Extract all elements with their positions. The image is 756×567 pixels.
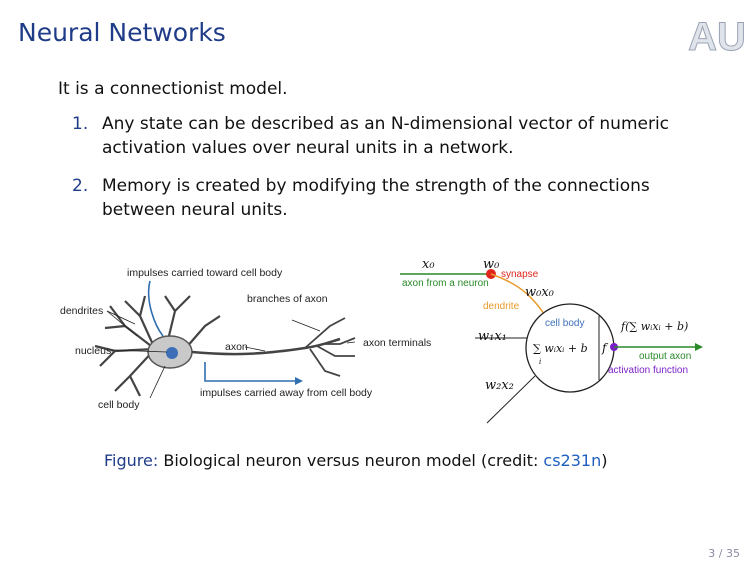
- label-w2x2: w₂x₂: [485, 378, 514, 393]
- credit-link[interactable]: cs231n: [543, 451, 602, 470]
- figure-caption: Figure: Biological neuron versus neuron …: [104, 451, 607, 470]
- list-item-number: 1.: [72, 114, 89, 134]
- label-nucleus: nucleus: [75, 345, 111, 357]
- list-item: 2. Memory is created by modifying the st…: [72, 174, 692, 220]
- list-item-text: Memory is created by modifying the stren…: [102, 176, 650, 220]
- caption-text: Biological neuron versus neuron model (c…: [163, 451, 544, 470]
- label-impulses-toward: impulses carried toward cell body: [127, 267, 283, 279]
- label-x0: x₀: [422, 257, 435, 272]
- slide-title: Neural Networks: [18, 18, 226, 47]
- neuron-model-diagram: x₀ w₀ synapse axon from a neuron w₀x₀ de…: [400, 257, 703, 424]
- label-branches: branches of axon: [247, 293, 328, 305]
- label-synapse: synapse: [501, 269, 539, 280]
- list-item-text: Any state can be described as an N-dimen…: [102, 114, 670, 158]
- label-activation: activation function: [608, 365, 688, 376]
- list-item: 1. Any state can be described as an N-di…: [72, 112, 692, 158]
- caption-close: ): [601, 451, 608, 470]
- label-w1x1: w₁x₁: [478, 329, 507, 344]
- neuron-figure: impulses carried toward cell body branch…: [60, 257, 703, 424]
- label-f: f: [601, 341, 609, 355]
- label-cell-body: cell body: [98, 399, 140, 411]
- label-impulses-away: impulses carried away from cell body: [200, 387, 373, 399]
- label-axon-from-neuron: axon from a neuron: [402, 278, 489, 289]
- label-output-axon: output axon: [639, 351, 691, 362]
- svg-text:AU: AU: [688, 15, 746, 56]
- label-w0: w₀: [483, 257, 500, 272]
- sum-expression: ∑ wᵢxᵢ + b: [533, 342, 588, 355]
- label-dendrite: dendrite: [483, 301, 520, 312]
- intro-text: It is a connectionist model.: [58, 79, 288, 99]
- label-dendrites: dendrites: [60, 305, 103, 317]
- label-axon-terminals: axon terminals: [363, 337, 431, 349]
- list-item-number: 2.: [72, 176, 89, 196]
- biological-neuron-diagram: impulses carried toward cell body branch…: [60, 267, 431, 411]
- page-number: 3 / 35: [708, 547, 740, 560]
- label-w0x0: w₀x₀: [525, 285, 555, 300]
- label-axon: axon: [225, 341, 248, 353]
- label-activation-line1: activation function: [608, 365, 688, 376]
- sum-index: i: [539, 358, 541, 366]
- university-logo: AU: [688, 15, 746, 57]
- activation-expression: f(∑ wᵢxᵢ + b): [620, 320, 688, 333]
- label-cell-body-model: cell body: [545, 318, 584, 329]
- caption-label: Figure:: [104, 451, 159, 470]
